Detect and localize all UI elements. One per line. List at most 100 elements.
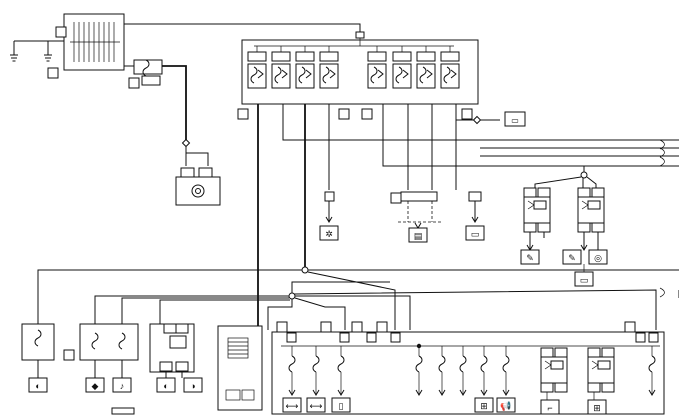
arrow-down-icon-b1_f13 <box>502 389 510 396</box>
fuse-icon-b12 <box>34 329 42 347</box>
b1-pin-2-box <box>390 332 401 343</box>
e3046-glyph: ◆ <box>92 381 99 391</box>
wire-fan-b98-1 <box>94 295 289 324</box>
b99-relay-tag-2 <box>295 51 315 62</box>
r1-pin-87-box <box>540 382 554 393</box>
wire-fan-right <box>293 289 657 330</box>
d5-pin-15-box <box>468 191 482 202</box>
b1-e-f7-box <box>306 397 326 413</box>
ground-icon-c10 <box>44 54 52 62</box>
arrow-down-icon-b1_f12 <box>480 389 488 396</box>
a1-fuse-pin-box <box>141 75 161 86</box>
splice-m50 <box>181 138 191 148</box>
b1-e-f12-glyph: ⊞ <box>480 401 488 411</box>
b98-connector-c-box <box>63 349 75 361</box>
r1-pin-85-box <box>554 347 568 358</box>
b1-pin-4-box <box>635 332 646 343</box>
b1-bus-dot <box>416 343 422 349</box>
wire-fan-down-1 <box>267 299 293 330</box>
e6021-box <box>588 249 608 265</box>
relay-switch-icon-5 <box>402 69 409 79</box>
b1-r3-load-box <box>587 399 607 415</box>
arrow-down-icon-b1_f8 <box>337 389 345 396</box>
splice-b99-d <box>472 115 482 125</box>
fuse-map-relay-r1 <box>225 389 241 401</box>
arrow-down-icon-d5 <box>471 216 479 223</box>
b1-e-f8-box <box>331 397 351 413</box>
relay-fuse-icon-6 <box>419 66 427 84</box>
wire-m50-b <box>185 146 209 166</box>
b99-relay-tag-0 <box>247 51 267 62</box>
e5020-glyph: ▤ <box>414 231 423 241</box>
arrow-down-icon-d8 <box>325 216 333 223</box>
b99-relay-tag-7 <box>440 51 460 62</box>
b99-relay-1 <box>271 63 291 89</box>
b99-relay-2 <box>295 63 315 89</box>
e3022-box <box>28 377 48 393</box>
fuse-icon-b1_f10 <box>438 355 446 373</box>
e6020-box <box>319 225 339 241</box>
e3046-box <box>85 377 105 393</box>
e7050-mid-glyph: ▭ <box>471 229 480 239</box>
horn-icon-inner <box>195 188 201 194</box>
b99-connector-a-box <box>237 108 249 120</box>
r3-pin-87-box <box>587 382 601 393</box>
b99-relay-4 <box>367 63 387 89</box>
e5020-box <box>408 227 428 243</box>
wire-b99-r-2 <box>282 104 679 141</box>
b99-relay-tag-5 <box>392 51 412 62</box>
fuse-icon-b1_f11 <box>459 355 467 373</box>
relay-fuse-icon-3 <box>322 66 330 84</box>
wire-fan-b98-2 <box>121 297 289 324</box>
relay-fuse-icon-1 <box>274 66 282 84</box>
arrow-down-icon-b1_f11 <box>459 389 467 396</box>
wire-fan-up <box>291 281 390 293</box>
d2-pin-box <box>400 191 438 202</box>
j45-relay-coil <box>169 335 187 349</box>
b1-r3-load-glyph: ⊞ <box>593 403 601 413</box>
arrow-down-icon-d2 <box>414 222 422 229</box>
b1-e-f13-glyph: 📢 <box>500 400 511 412</box>
wire-s-long <box>37 269 679 324</box>
e3260-glyph: ◑ <box>190 381 195 391</box>
b99-relay-tag-3 <box>319 51 339 62</box>
fuse-icon-b1_f13 <box>502 355 510 373</box>
b99-relay-5 <box>392 63 412 89</box>
j15-pin-30-box <box>523 187 537 198</box>
lamp-icon-e7050-top: ▭ <box>511 116 519 125</box>
relay-fuse-icon-7 <box>443 66 451 84</box>
relay-switch-icon-6 <box>426 69 433 79</box>
e5030-j10-box <box>562 249 582 265</box>
e3260-box <box>183 377 203 393</box>
arrow-down-icon-b1_f2 <box>288 389 296 396</box>
m50-pin-17-box <box>180 167 195 178</box>
fuse-icon-b1_f12 <box>480 355 488 373</box>
e3510-box <box>112 377 132 393</box>
b99-relay-tag-4 <box>367 51 387 62</box>
fuse-map-grid <box>227 337 249 359</box>
e5030-glyph: ✎ <box>526 253 534 263</box>
b12-fuse-box <box>21 323 55 361</box>
b99-connector-c-box <box>361 108 373 120</box>
wire-fan-j45 <box>159 299 290 324</box>
wire-fan-down-2 <box>294 297 346 330</box>
wire-fan-b1 <box>295 295 411 330</box>
ground-icon-c1 <box>10 54 18 62</box>
b1-r1-load-box <box>540 399 560 415</box>
relay-switch-icon-4 <box>377 69 384 79</box>
relay-fuse-icon-4 <box>370 66 378 84</box>
b1-connector-a-box <box>376 321 388 333</box>
b1-pin-5b-box <box>339 332 350 343</box>
junction-s <box>301 266 309 274</box>
fuse-icon-b1_f7 <box>312 355 320 373</box>
b1-connector-j-box <box>320 321 332 333</box>
wire-s-b1 <box>307 271 396 330</box>
m50-pin-18-box <box>198 167 213 178</box>
r3-pin-30-box <box>587 347 601 358</box>
b1-pin-5-box <box>286 332 297 343</box>
b99-relay-7 <box>440 63 460 89</box>
relay-fuse-icon-0 <box>250 66 258 84</box>
e5030-box <box>520 249 540 265</box>
fuse-icon-b98-f4 <box>118 332 126 350</box>
